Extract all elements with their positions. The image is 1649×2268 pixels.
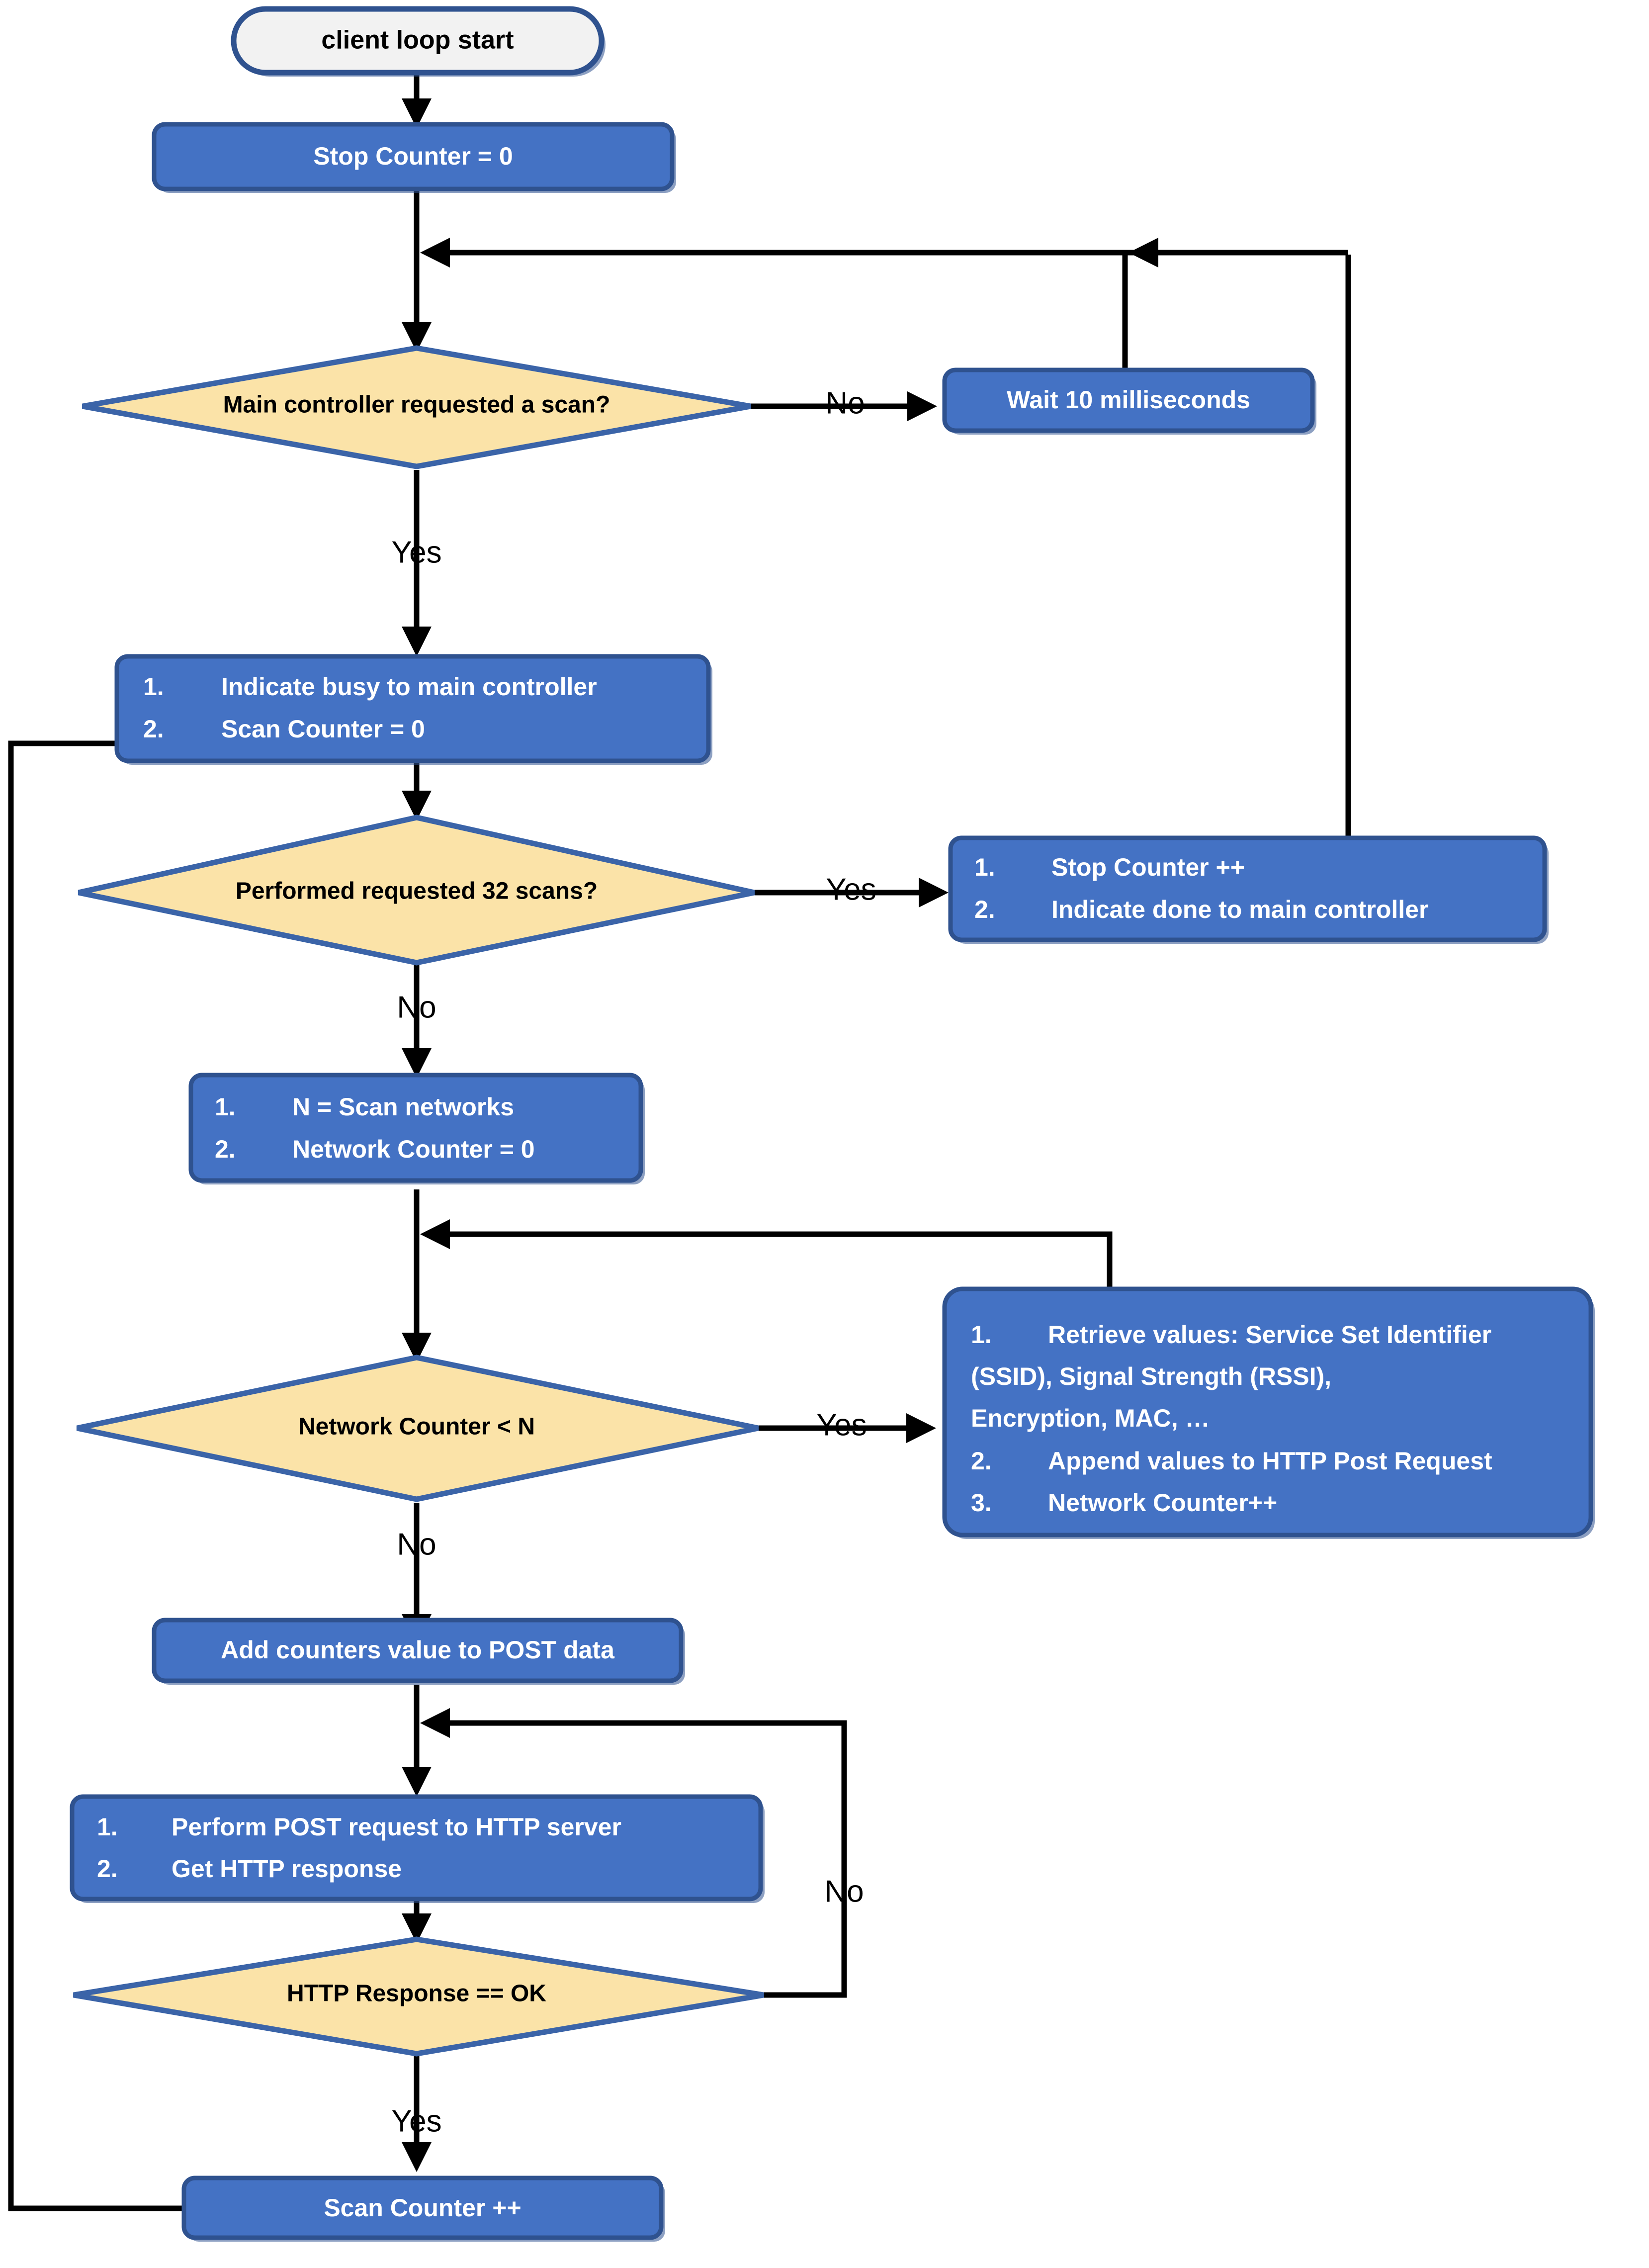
node-decision-32-scans[interactable]: Performed requested 32 scans?	[78, 815, 755, 966]
arrowhead-scannetworks-to-decision3	[402, 1333, 432, 1362]
arrowhead-decision3-yes	[906, 1413, 936, 1443]
decision-http-ok-shape	[73, 1936, 764, 2057]
stop-counter-inc-item-2-text: Indicate done to main controller	[1051, 896, 1428, 923]
arrowhead-addcounters-to-post	[402, 1767, 432, 1797]
decision-scan-requested-shape	[82, 345, 751, 469]
edge-http-no-loopback	[437, 1720, 847, 1998]
edge-label-scans32-no: No	[397, 990, 436, 1024]
post-request-item-2-num: 2.	[97, 1855, 118, 1883]
node-indicate-busy[interactable]: 1. Indicate busy to main controller 2. S…	[114, 654, 712, 765]
post-request-item-1-text: Perform POST request to HTTP server	[172, 1813, 621, 1841]
arrowhead-merge-into-spine	[420, 238, 450, 268]
edge-label-http-ok-yes: Yes	[391, 2104, 441, 2138]
decision-32-scans-label: Performed requested 32 scans?	[236, 878, 598, 905]
retrieve-values-item-1-line-1: Retrieve values: Service Set Identifier	[1048, 1321, 1491, 1349]
node-retrieve-values[interactable]: 1. Retrieve values: Service Set Identifi…	[942, 1286, 1595, 1539]
start-shape	[231, 6, 605, 76]
indicate-busy-shape	[114, 654, 711, 763]
arrowhead-decision1-yes	[402, 627, 432, 656]
edge-labels: No Yes Yes No Yes No No Yes	[391, 386, 876, 2138]
scan-networks-item-2-text: Network Counter = 0	[292, 1135, 535, 1163]
indicate-busy-item-2-num: 2.	[143, 715, 164, 743]
edge-label-network-counter-no: No	[397, 1527, 436, 1561]
post-request-item-2-text: Get HTTP response	[172, 1855, 402, 1883]
indicate-busy-item-2-text: Scan Counter = 0	[221, 715, 425, 743]
start-label: client loop start	[321, 26, 514, 55]
stop-counter-init-shape	[152, 122, 675, 191]
scan-networks-item-1-text: N = Scan networks	[292, 1093, 514, 1121]
node-post-request[interactable]: 1. Perform POST request to HTTP server 2…	[70, 1794, 765, 1903]
retrieve-values-item-1-line-3: Encryption, MAC, …	[971, 1404, 1210, 1432]
edge-label-network-counter-yes: Yes	[816, 1408, 867, 1442]
arrowhead-post-to-decision4	[402, 1913, 432, 1943]
retrieve-values-item-1-line-2: (SSID), Signal Strength (RSSI),	[971, 1362, 1331, 1390]
indicate-busy-item-1-num: 1.	[143, 673, 164, 701]
arrowhead-stopcounter-to-decision1	[402, 322, 432, 352]
arrowhead-decision2-no	[402, 1048, 432, 1078]
indicate-busy-item-1-text: Indicate busy to main controller	[221, 673, 597, 701]
arrowhead-start-to-stopcounter	[402, 98, 432, 128]
edge-label-http-ok-no: No	[824, 1874, 864, 1908]
wait-shape	[942, 367, 1315, 433]
node-stop-counter-init[interactable]: Stop Counter = 0	[152, 122, 676, 193]
arrowhead-busy-to-decision2	[402, 791, 432, 820]
node-add-counters[interactable]: Add counters value to POST data	[152, 1618, 685, 1685]
node-decision-scan-requested[interactable]: Main controller requested a scan?	[82, 345, 751, 469]
wait-label: Wait 10 milliseconds	[1007, 386, 1250, 414]
node-decision-http-ok[interactable]: HTTP Response == OK	[73, 1936, 764, 2057]
edge-label-scan-requested-yes: Yes	[391, 535, 441, 569]
stop-counter-inc-item-1-text: Stop Counter ++	[1051, 853, 1245, 881]
retrieve-values-item-2-num: 2.	[971, 1447, 992, 1475]
retrieve-values-item-3-line-1: Network Counter++	[1048, 1489, 1277, 1517]
connectors	[8, 75, 1351, 2211]
arrowhead-http-no-loopback	[420, 1708, 450, 1738]
arrowhead-waitloop-merge	[1128, 238, 1158, 268]
stop-counter-inc-shape	[948, 835, 1547, 942]
decision-scan-requested-label: Main controller requested a scan?	[223, 392, 610, 418]
retrieve-values-item-2-line-1: Append values to HTTP Post Request	[1048, 1447, 1492, 1475]
decision-network-counter-label: Network Counter < N	[298, 1414, 535, 1440]
decision-32-scans-shape	[78, 815, 755, 966]
decision-http-ok-label: HTTP Response == OK	[287, 1981, 546, 2007]
edge-label-scan-requested-no: No	[825, 386, 865, 420]
arrowhead-decision4-yes	[402, 2142, 432, 2172]
retrieve-values-item-1-num: 1.	[971, 1321, 992, 1349]
node-decision-network-counter[interactable]: Network Counter < N	[76, 1355, 759, 1502]
node-stop-counter-inc[interactable]: 1. Stop Counter ++ 2. Indicate done to m…	[948, 835, 1549, 944]
scan-counter-inc-label: Scan Counter ++	[324, 2194, 521, 2222]
post-request-item-1-num: 1.	[97, 1813, 118, 1841]
retrieve-values-item-3-num: 3.	[971, 1489, 992, 1517]
retrieve-values-shape	[942, 1286, 1593, 1538]
stop-counter-inc-item-2-num: 2.	[974, 896, 995, 923]
scan-networks-shape	[188, 1073, 643, 1183]
add-counters-shape	[152, 1618, 684, 1683]
node-scan-networks[interactable]: 1. N = Scan networks 2. Network Counter …	[188, 1073, 645, 1184]
arrowhead-retrieve-loopback	[420, 1219, 450, 1249]
scan-networks-item-2-num: 2.	[215, 1135, 236, 1163]
stop-counter-init-label: Stop Counter = 0	[313, 142, 513, 170]
decision-network-counter-shape	[76, 1355, 759, 1502]
node-start[interactable]: client loop start	[231, 6, 606, 77]
scan-networks-item-1-num: 1.	[215, 1093, 236, 1121]
post-request-shape	[70, 1794, 763, 1902]
node-scan-counter-inc[interactable]: Scan Counter ++	[181, 2176, 665, 2242]
edge-retrieve-loopback	[437, 1231, 1113, 1289]
stop-counter-inc-item-1-num: 1.	[974, 853, 995, 881]
add-counters-label: Add counters value to POST data	[221, 1636, 615, 1664]
arrowhead-decision2-yes	[919, 878, 949, 907]
scan-counter-inc-shape	[181, 2176, 664, 2240]
arrowhead-decision1-no	[907, 391, 937, 421]
node-wait[interactable]: Wait 10 milliseconds	[942, 367, 1316, 435]
edge-label-scans32-yes: Yes	[826, 872, 876, 907]
